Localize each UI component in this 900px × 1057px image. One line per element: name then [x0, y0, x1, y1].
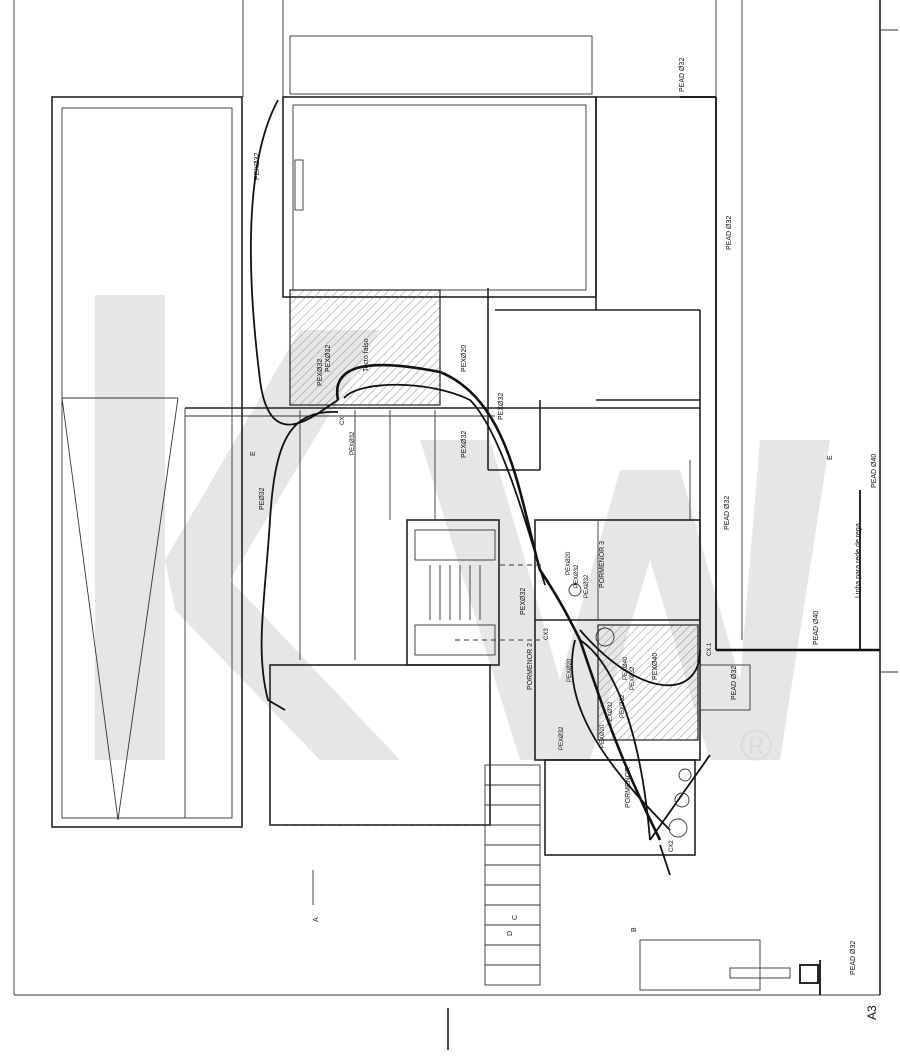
label-pex32-low2: PEXØ32	[620, 694, 626, 718]
annotation-cx-top: CX	[340, 417, 346, 425]
annotation-tecto-falso: Tecto falso	[363, 338, 370, 372]
label-pex32-center: PEXØ32	[461, 431, 468, 458]
section-marker-e-left: E	[250, 451, 257, 456]
section-marker-e-right: E	[827, 455, 834, 460]
label-pead40-far: PEAD Ø40	[871, 454, 878, 488]
annotation-pormenor-2: PORMENOR 2	[527, 643, 534, 690]
fixtures	[568, 583, 692, 838]
sheet-size-label: A3	[865, 1005, 879, 1020]
label-pead32-top: PEAD Ø32	[679, 58, 686, 92]
annotation-cx3: CX3	[544, 628, 550, 640]
label-pex32-p3c: PEXØ32	[584, 574, 590, 598]
annotation-pormenor: PORMENOR	[625, 767, 632, 808]
annotation-cx2: CX2	[669, 840, 675, 852]
section-marker-a: A	[313, 917, 320, 922]
label-pex32-top-left: PEXØ32	[254, 153, 261, 180]
stair-treads	[429, 565, 481, 620]
label-pe32-left: PEØ32	[259, 487, 266, 510]
label-pex32-lower-left: PEXØ32	[520, 588, 527, 615]
annotation-cx1: CX.1	[707, 642, 713, 656]
label-pex32-mid: PEXØ32	[498, 393, 505, 420]
label-pead32-box: PEAD Ø32	[731, 666, 738, 700]
building-walls	[51, 0, 791, 991]
label-pead32-right: PEAD Ø32	[726, 216, 733, 250]
exterior-stair-treads	[485, 784, 540, 966]
section-marker-b: B	[631, 927, 638, 932]
label-pead32-mid: PEAD Ø32	[724, 496, 731, 530]
sheet-frame	[13, 0, 898, 1050]
label-pex20-center: PEXØ20	[461, 345, 468, 372]
annotation-linha-rede-rega: Linha para rede de rega	[855, 523, 862, 598]
label-pex20-p2a: PEXØ20	[567, 658, 573, 682]
label-pex32-p3b: PEXØ32	[574, 564, 580, 588]
watermark: ®	[95, 295, 830, 770]
supply-pipes	[249, 96, 880, 995]
label-pex20-p3a: PEXØ20	[566, 551, 572, 575]
label-pex32-low: PEXØ32	[608, 701, 614, 725]
section-marker-d: D	[507, 931, 514, 936]
label-pex32-p2b: PEXØ32	[559, 726, 565, 750]
section-marker-c: C	[512, 915, 519, 920]
pipe-labels: PEAD Ø32 PEAD Ø32 PEAD Ø32 PEAD Ø40 PEAD…	[254, 58, 878, 975]
registered-mark: ®	[740, 721, 772, 770]
label-pead32-bottom: PEAD Ø32	[850, 941, 857, 975]
annotation-pormenor-3: PORMENOR 3	[599, 541, 606, 588]
label-pex32-hatch3: PEXØ32	[630, 666, 636, 690]
label-pex32-room-b: PEXØ32	[325, 345, 332, 372]
section-markers: E E A B C D	[250, 451, 834, 936]
label-pex20-low: PEXØ20	[600, 724, 606, 748]
label-pex32-room-a: PEXØ32	[317, 359, 324, 386]
label-pead40-right: PEAD Ø40	[813, 611, 820, 645]
annotations: Tecto falso Linha para rede de rega PORM…	[340, 338, 862, 852]
label-pex40-hatch: PEXØ40	[623, 656, 629, 680]
label-pex40-hatch2: PEXØ40	[652, 653, 659, 680]
label-pex32-cx: PEXØ32	[350, 431, 356, 455]
